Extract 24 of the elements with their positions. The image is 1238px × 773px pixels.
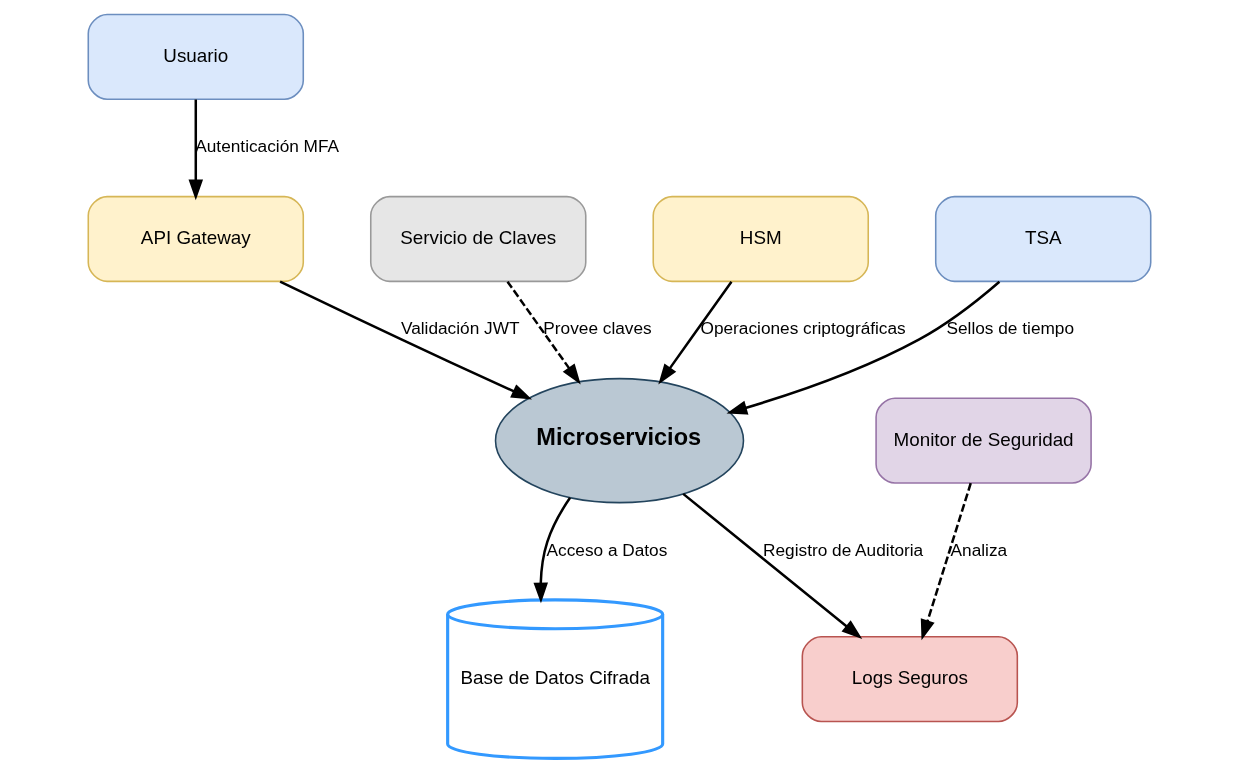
edge-label: Sellos de tiempo [946,318,1074,339]
node-box: API Gateway [87,195,304,283]
edge-label: Provee claves [542,318,652,339]
node-box: TSA [934,195,1151,283]
arrow [920,482,972,641]
arrow [532,497,571,604]
node-box: Usuario [87,13,304,101]
edge-label: Registro de Auditoria [762,539,923,560]
edge-label: Analiza [950,539,1007,560]
arrow [681,492,862,639]
edge-label: Acceso a Datos [546,539,667,560]
node-box: Monitor de Seguridad [874,397,1092,484]
edge-label: Validación JWT [400,318,519,339]
node-box: HSM [651,195,869,283]
node-ellipse: Microservicios [494,377,744,504]
edge-label: Operaciones criptográficas [700,318,906,339]
arrow [279,280,532,400]
arrow [506,280,581,385]
arrow [188,99,203,201]
node-box: Logs Seguros [801,636,1018,723]
edge-label: Autenticación MFA [194,136,339,157]
arrow [657,280,732,385]
node-box: Servicio de Claves [369,195,587,283]
arrow [726,280,1000,415]
